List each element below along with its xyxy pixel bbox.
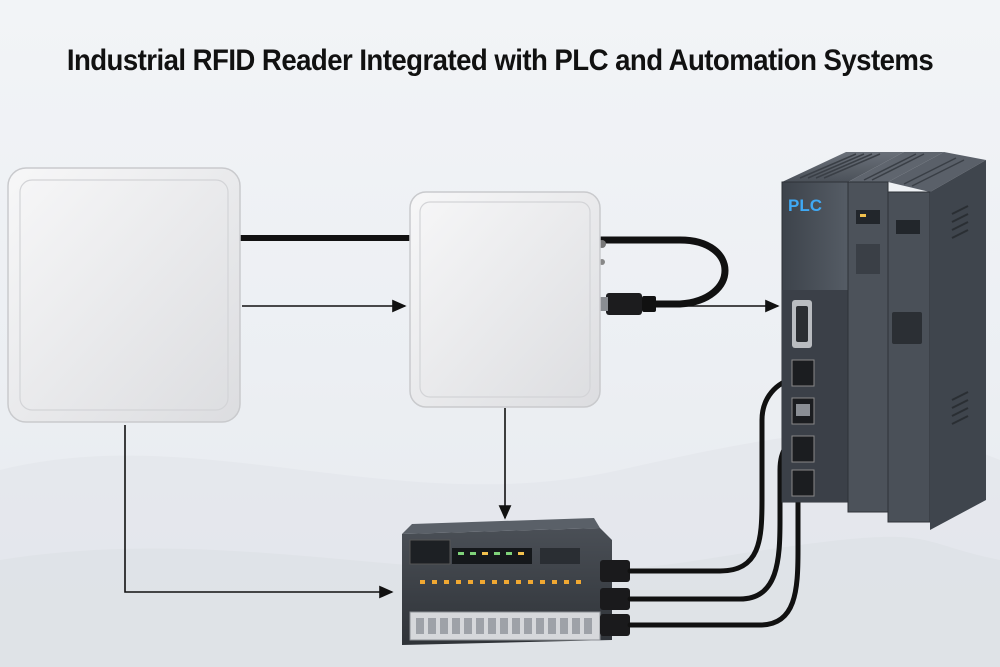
- rfid-reader: [409, 191, 601, 408]
- plc-label: PLC: [788, 196, 822, 215]
- io-module: [402, 518, 630, 645]
- plc-vent-side: [951, 205, 969, 425]
- reader-cable-connector: [598, 293, 656, 315]
- reader-cable: [594, 236, 729, 308]
- rfid-antenna-large: [7, 167, 241, 423]
- plc-ethernet-port-4: [791, 469, 815, 497]
- plc-ethernet-port-3: [791, 435, 815, 463]
- plc-ethernet-port-1: [791, 359, 815, 387]
- page-title: Industrial RFID Reader Integrated with P…: [66, 44, 934, 77]
- io-status-leds: [458, 552, 524, 555]
- io-terminal-block: [409, 611, 601, 641]
- plc-rack: [781, 152, 986, 530]
- plc-vent-top: [799, 153, 965, 187]
- arrow-antenna-to-io: [124, 425, 394, 599]
- io-channel-indicators: [420, 580, 581, 584]
- io-connectors: [600, 560, 630, 636]
